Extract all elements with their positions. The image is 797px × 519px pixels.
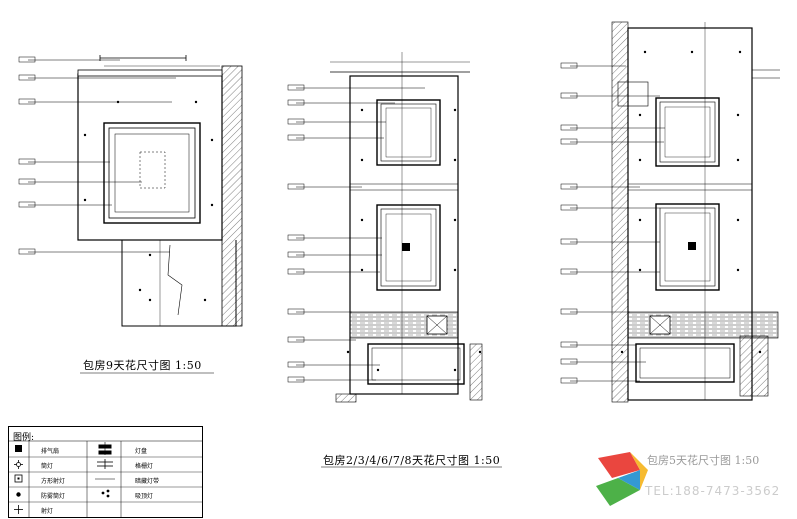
plan-room-9 <box>18 55 243 327</box>
watermark-tel: TEL:188-7473-3562 <box>645 484 781 498</box>
legend-item-label: 筒灯 <box>41 463 54 470</box>
legend-item-label: 灯盘 <box>135 448 148 455</box>
watermark: 包房5天花尺寸图 1:50 TEL:188-7473-3562 <box>595 448 795 518</box>
ceiling-light-icon <box>101 489 110 498</box>
caption-room-2-8: 包房2/3/4/6/7/8天花尺寸图 1:50 <box>323 454 501 467</box>
caption-underlines <box>80 372 502 468</box>
panel-light-icon <box>98 442 112 455</box>
legend-item-label: 格栅灯 <box>135 463 154 470</box>
plan-room-5 <box>560 21 780 403</box>
exhaust-fan-icon <box>15 445 22 452</box>
legend-item-label: 排气扇 <box>41 448 60 455</box>
antifog-light-icon <box>16 492 21 497</box>
watermark-logo <box>596 452 648 506</box>
legend-item-label: 暗藏灯带 <box>135 478 160 485</box>
legend-grid <box>9 440 202 517</box>
legend-item-label: 射灯 <box>41 508 54 515</box>
plan-room-2-8 <box>287 52 483 403</box>
watermark-title: 包房5天花尺寸图 1:50 <box>647 454 760 467</box>
downlight-icon <box>14 460 23 469</box>
legend-item-label: 防雾筒灯 <box>41 493 66 500</box>
spotlight-icon <box>14 505 23 514</box>
square-spotlight-icon <box>14 474 23 483</box>
grille-light-icon <box>97 459 113 469</box>
caption-room-9: 包房9天花尺寸图 1:50 <box>83 359 202 372</box>
legend: 图例: 排气扇 筒灯 方形射灯 防雾筒灯 射灯 灯盘 格栅灯 暗藏灯带 吸顶灯 <box>8 426 203 518</box>
legend-item-label: 方形射灯 <box>41 478 66 485</box>
legend-title: 图例: <box>13 433 35 443</box>
legend-item-label: 吸顶灯 <box>135 493 154 500</box>
